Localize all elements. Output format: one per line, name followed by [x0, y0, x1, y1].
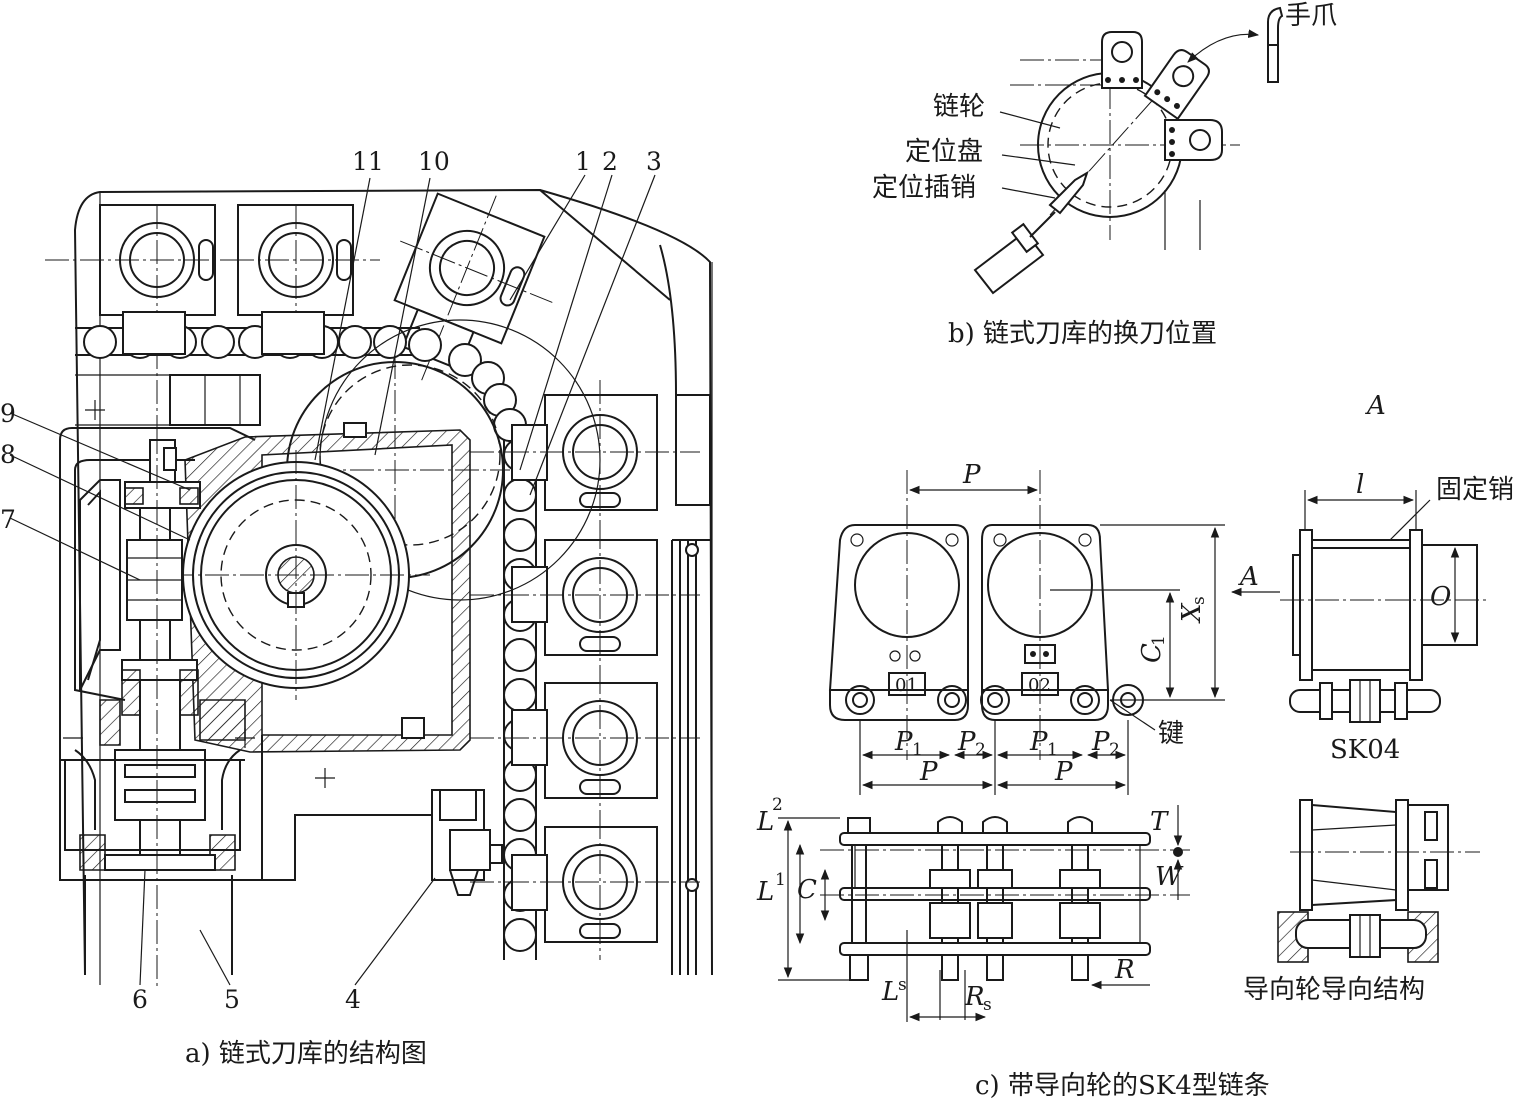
- label-locating-pin: 定位插销: [872, 173, 976, 203]
- caption-c: c) 带导向轮的SK4型链条: [975, 1071, 1270, 1100]
- part-number-2: 2: [602, 147, 618, 176]
- dim-l2: L: [756, 807, 774, 837]
- panel-c-sk4-chain: A 01 02: [756, 391, 1514, 1100]
- guide-rail-right: [671, 539, 712, 975]
- chain-top-view: [820, 816, 1190, 981]
- chain-pin-1: [847, 817, 871, 981]
- dim-t: T: [1150, 807, 1169, 837]
- part-number-labels: 1 2 3 4 5 6 7 8 9 10 11: [0, 147, 662, 1014]
- tool-pocket-lower: [1164, 119, 1223, 161]
- dimensions-top-view: L 2 L 1 C T W L s R s R: [756, 795, 1184, 1022]
- tool-holder-top-2: [230, 204, 380, 320]
- part-number-8: 8: [0, 440, 16, 469]
- plate-tag-02: 02: [1028, 675, 1051, 696]
- tool-holder-right-3: [470, 670, 700, 815]
- view-arrow-a: A: [1238, 562, 1259, 592]
- dim-l2-sub: 2: [772, 795, 783, 815]
- part-number-5: 5: [224, 985, 240, 1014]
- chain-pin-3: [977, 816, 1013, 981]
- leader-pin: [1001, 187, 1056, 199]
- dimensions-front-view: P X s C 1 A 键 P 1 P 2 P 1: [859, 460, 1280, 795]
- chain-link-plate-01: 01: [828, 524, 969, 721]
- dim-r: R: [1114, 955, 1135, 985]
- label-claw: 手爪: [1285, 1, 1337, 31]
- panel-b-tool-change-position: 手爪 链轮 定位盘 定位插销 b) 链式刀库的换刀位置: [872, 1, 1337, 349]
- dim-p1-right: P: [1029, 727, 1048, 757]
- part-number-1: 1: [575, 147, 591, 176]
- dim-p2-left-sub: 2: [975, 740, 986, 760]
- limit-switch: [431, 789, 503, 896]
- worm-shaft-assembly: [59, 427, 256, 990]
- dim-p2-left: P: [957, 727, 976, 757]
- leader-sprocket: [999, 111, 1061, 129]
- label-fixed-pin: 固定销: [1436, 475, 1514, 505]
- chain-pin-4: [1059, 816, 1101, 981]
- label-guide-structure: 导向轮导向结构: [1243, 975, 1425, 1005]
- base-plate: [240, 814, 480, 881]
- dim-ls-sub: s: [898, 975, 907, 995]
- worm-wheel: [170, 450, 430, 700]
- dim-l1-sub: 1: [775, 870, 786, 890]
- part-number-3: 3: [646, 147, 662, 176]
- dim-xs: X: [1177, 602, 1207, 624]
- dim-p-bottom-right: P: [1054, 757, 1073, 787]
- guide-wheel-structure: 导向轮导向结构: [1243, 799, 1480, 1005]
- part-number-6: 6: [132, 985, 148, 1014]
- dim-c1: C: [1137, 643, 1167, 663]
- panel-a-structure-drawing: 1 2 3 4 5 6 7 8 9 10 11 a) 链式刀库的结构图: [0, 147, 713, 1069]
- locating-pin-cylinder: [973, 170, 1089, 295]
- housing-outline: [73, 188, 713, 976]
- leader-disc: [1001, 154, 1076, 166]
- chain-link-plate-02: 02: [980, 524, 1144, 721]
- part-number-7: 7: [0, 505, 16, 534]
- caption-a: a) 链式刀库的结构图: [185, 1039, 427, 1069]
- dim-ls: L: [881, 977, 899, 1007]
- part-number-11: 11: [352, 147, 384, 176]
- dim-p-bottom-left: P: [919, 757, 938, 787]
- dim-w: W: [1155, 862, 1184, 892]
- dim-l: l: [1356, 470, 1364, 500]
- dim-pitch-top: P: [962, 460, 981, 490]
- label-key: 键: [1158, 719, 1184, 749]
- tool-holder-right-4: [470, 815, 700, 960]
- dim-l1: L: [756, 877, 774, 907]
- dim-p2-right-sub: 2: [1109, 740, 1120, 760]
- side-view-sk04: l 固定销 O SK04: [1280, 470, 1514, 765]
- label-sprocket: 链轮: [933, 92, 985, 122]
- dim-p1-left-sub: 1: [912, 740, 923, 760]
- part-number-9: 9: [0, 399, 16, 428]
- tool-holder-right-1: [470, 380, 700, 530]
- leader-lines: [9, 174, 656, 986]
- dim-c: C: [797, 875, 817, 905]
- hand-claw: [1187, 6, 1284, 83]
- dim-p2-right: P: [1091, 727, 1110, 757]
- dim-c1-sub: 1: [1149, 635, 1169, 646]
- label-locating-disc: 定位盘: [905, 137, 983, 167]
- dim-o: O: [1430, 582, 1451, 612]
- housing-curve: [659, 244, 710, 506]
- chain-pin-2: [929, 816, 971, 981]
- caption-b: b) 链式刀库的换刀位置: [948, 319, 1217, 349]
- dim-p1-left: P: [894, 727, 913, 757]
- reference-marks: [63, 374, 335, 788]
- dim-p1-right-sub: 1: [1047, 740, 1058, 760]
- view-label-a: A: [1365, 391, 1386, 421]
- label-sk04: SK04: [1330, 735, 1400, 765]
- chain-top: [75, 311, 442, 362]
- dim-xs-sub: s: [1189, 596, 1209, 605]
- dim-rs: R: [964, 982, 985, 1012]
- part-number-4: 4: [345, 985, 361, 1014]
- tool-holder-right-2: [470, 525, 700, 670]
- dim-rs-sub: s: [983, 995, 992, 1015]
- tool-pocket-upper: [1101, 31, 1143, 89]
- part-number-10: 10: [418, 147, 450, 176]
- tool-pocket-middle: [1143, 49, 1210, 121]
- plate-tag-01: 01: [895, 675, 918, 696]
